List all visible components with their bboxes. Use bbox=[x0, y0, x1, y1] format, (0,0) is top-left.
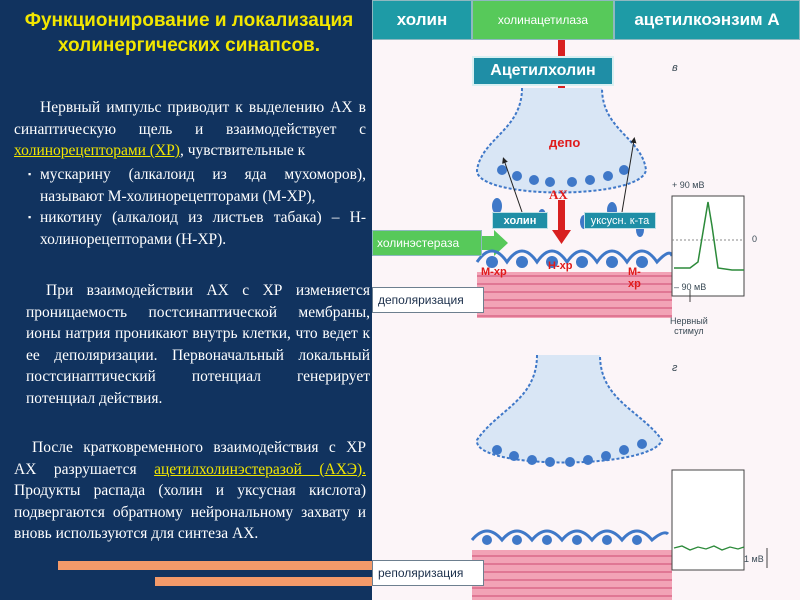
list-item-term: никотину bbox=[40, 209, 102, 226]
text-panel: Функционирование и локализация холинерги… bbox=[0, 0, 372, 600]
paragraph-impulse: Нервный импульс приводит к выделению АХ … bbox=[14, 97, 366, 162]
n-receptor-label: Н-хр bbox=[548, 260, 573, 272]
choline-product-box: холин bbox=[492, 212, 548, 229]
panel-g-label: г bbox=[672, 362, 678, 374]
m-receptor-right-label: М- хр bbox=[628, 266, 641, 290]
list-item-receptor: М-холинорецепторами (М-ХР), bbox=[107, 187, 316, 205]
muscle-fiber-bottom bbox=[472, 550, 672, 600]
esterase-arrow bbox=[482, 230, 508, 256]
postsynaptic-membrane-rest bbox=[470, 529, 670, 543]
action-potential-trace bbox=[674, 201, 744, 271]
synaptic-vesicles-rest bbox=[492, 439, 647, 467]
list-item-text: (алкалоид из листьев табака) – bbox=[102, 209, 350, 226]
resting-trace bbox=[673, 545, 745, 551]
muscle-fiber-top bbox=[477, 272, 672, 318]
list-item-muscarine: мускарину (алкалоид из яда мухоморов), н… bbox=[14, 164, 366, 207]
list-item-note: (алкалоид из яда мухоморов), bbox=[110, 166, 366, 183]
receptor-list: мускарину (алкалоид из яда мухоморов), н… bbox=[14, 164, 366, 250]
ach-label: АХ bbox=[549, 187, 568, 202]
choline-box: холин bbox=[372, 0, 472, 40]
panel-v-label: в bbox=[672, 62, 678, 74]
list-item-text: называют bbox=[40, 187, 108, 205]
decor-bar-1 bbox=[58, 561, 372, 570]
postsynaptic-membrane bbox=[475, 249, 674, 265]
p3-text-b: Продукты распада (холин и уксусная кисло… bbox=[14, 482, 366, 542]
p1-text-a: Нервный импульс приводит к выделению АХ … bbox=[14, 99, 366, 138]
slide-title: Функционирование и локализация холинерги… bbox=[24, 10, 354, 56]
mv-zero-label: 0 bbox=[752, 234, 758, 244]
paragraph-depolarization: При взаимодействии АХ с ХР изменяется пр… bbox=[26, 282, 370, 407]
receptors bbox=[486, 256, 648, 268]
list-item-term: мускарину bbox=[40, 166, 111, 183]
receptors-rest bbox=[482, 535, 642, 545]
acid-reuptake-arrow bbox=[621, 137, 637, 213]
one-mv-label: 1 мВ bbox=[744, 554, 764, 564]
m-receptor-left-label: М-хр bbox=[481, 266, 507, 278]
cholinesterase-box: холинэстераза bbox=[372, 230, 482, 256]
repolarization-label: реполяризация bbox=[372, 560, 484, 586]
mv-plus-label: + 90 мВ bbox=[672, 180, 705, 190]
acetic-acid-box: уксусн. к-та bbox=[584, 212, 656, 229]
list-item-receptor: Н-холинорецепторами (Н-ХР). bbox=[40, 209, 366, 248]
paragraph-hydrolysis: После кратковременного взаимодействия с … bbox=[14, 437, 366, 545]
decor-bar-2 bbox=[155, 577, 372, 586]
recording-bottom-frame bbox=[671, 469, 745, 571]
depolarization-label: деполяризация bbox=[372, 287, 484, 313]
p1-text-b: , чувствительные к bbox=[179, 142, 306, 159]
acetylcholine-box: Ацетилхолин bbox=[472, 56, 614, 86]
list-item-nicotine: никотину (алкалоид из листьев табака) – … bbox=[14, 207, 366, 250]
depot-label: депо bbox=[549, 135, 581, 150]
acetyl-coa-box: ацетилкоэнзим А bbox=[614, 0, 800, 40]
decorative-bars bbox=[58, 561, 372, 586]
nerve-stimulus-label: Нервный стимул bbox=[670, 316, 708, 336]
arrow-to-cleft-head bbox=[552, 230, 571, 244]
p1-highlight: холинорецепторами (ХР) bbox=[14, 142, 180, 159]
choline-acetylase-box: холинацетилаза bbox=[472, 0, 614, 40]
presynaptic-terminal-rest bbox=[475, 354, 664, 464]
p3-highlight: ацетилхолинэстеразой (АХЭ). bbox=[154, 460, 366, 478]
synapse-diagram bbox=[470, 40, 768, 600]
p3-text-a: После кратковременного взаимодействия с … bbox=[14, 439, 366, 478]
recording-top-frame bbox=[671, 195, 745, 297]
choline-reuptake-arrow bbox=[502, 157, 523, 213]
arrow-to-cleft-shaft bbox=[558, 200, 565, 230]
mv-minus-label: – 90 мВ bbox=[674, 282, 707, 292]
presynaptic-terminal bbox=[475, 87, 648, 194]
arrow-to-ach-shaft bbox=[558, 40, 565, 56]
